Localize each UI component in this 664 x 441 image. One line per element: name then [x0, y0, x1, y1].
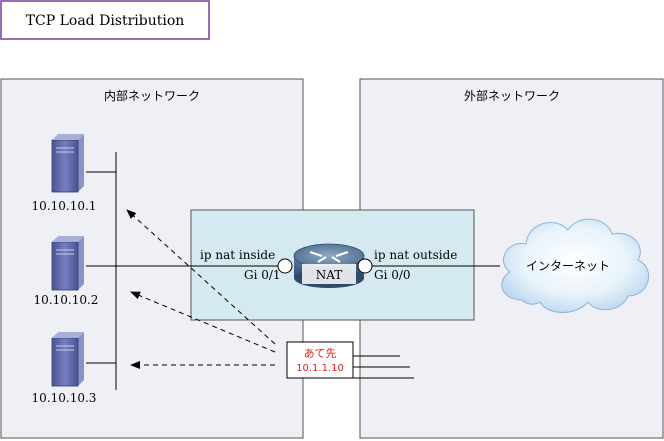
distribution-arrow-1	[126, 209, 276, 345]
distribution-arrow-2	[130, 291, 276, 353]
destination-packet: あて先 10.1.1.10	[286, 341, 414, 379]
outside-zone-label: 外部ネットワーク	[464, 88, 560, 103]
server-icon	[51, 134, 84, 193]
server-3: 10.10.10.3	[32, 332, 97, 405]
outside-interface-label: Gi 0/0	[374, 268, 411, 282]
packet-box	[286, 341, 354, 379]
router-icon	[293, 243, 365, 288]
server-1: 10.10.10.1	[32, 134, 97, 213]
server-icon	[51, 332, 84, 387]
server-ip-label: 10.10.10.1	[32, 199, 97, 213]
diagram-title: TCP Load Distribution	[26, 13, 185, 29]
server-ip-label: 10.10.10.3	[32, 391, 97, 405]
server-icon	[51, 236, 84, 291]
inside-command-label: ip nat inside	[200, 248, 275, 262]
nat-router: NAT	[293, 243, 365, 288]
inside-interface-port	[277, 258, 293, 274]
inside-zone-label: 内部ネットワーク	[104, 88, 200, 103]
packet-destination: 10.1.1.10	[296, 363, 344, 374]
packet-label: あて先	[304, 347, 337, 360]
internet-cloud: インターネット	[501, 218, 649, 313]
outside-interface-port	[357, 258, 373, 274]
cloud-label: インターネット	[526, 259, 610, 273]
server-2: 10.10.10.2	[34, 236, 99, 307]
title-box: TCP Load Distribution	[0, 0, 210, 40]
router-label: NAT	[316, 268, 343, 282]
cloud-icon	[501, 218, 649, 313]
server-ip-label: 10.10.10.2	[34, 293, 99, 307]
inside-interface-label: Gi 0/1	[244, 268, 281, 282]
outside-command-label: ip nat outside	[374, 248, 457, 262]
